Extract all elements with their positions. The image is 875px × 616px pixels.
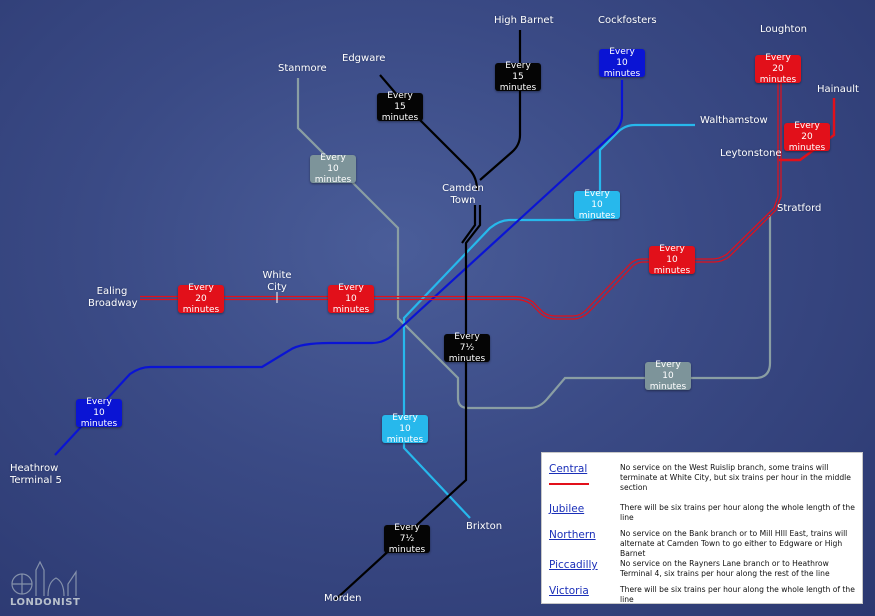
badge-text: minutes: [788, 142, 826, 153]
badge-text: minutes: [388, 544, 426, 555]
badge-text: minutes: [448, 353, 486, 364]
badge-text: minutes: [759, 74, 797, 85]
legend-line-desc: No service on the Bank branch or to Mill…: [620, 529, 848, 558]
legend-line-desc: No service on the West Ruislip branch, s…: [620, 463, 851, 492]
badge-text: Every 20: [188, 282, 214, 304]
badge-text: Every 10: [655, 359, 681, 381]
legend-line-desc: No service on the Rayners Lane branch or…: [620, 559, 830, 578]
legend-row-piccadilly: Piccadilly No service on the Rayners Lan…: [542, 559, 862, 585]
station-heathrow: Heathrow Terminal 5: [10, 463, 62, 487]
station-walthamstow: Walthamstow: [700, 115, 768, 126]
station-ealing-broadway: Ealing Broadway: [88, 286, 138, 310]
badge-text: minutes: [578, 210, 616, 221]
badge-text: minutes: [332, 304, 370, 315]
logo-text: LONDONIST: [10, 597, 81, 608]
badge-text: Every 10: [584, 188, 610, 210]
badge-text: Every 15: [505, 60, 531, 82]
badge-text: Every 20: [765, 52, 791, 74]
station-stanmore: Stanmore: [278, 63, 327, 74]
legend-line-swatch: [549, 483, 589, 485]
station-ealing-broadway-line2: Broadway: [88, 298, 138, 309]
station-brixton: Brixton: [466, 521, 503, 532]
badge-text: Every 20: [794, 120, 820, 142]
station-white-city-line1: White: [262, 270, 292, 281]
badge-text: minutes: [649, 381, 687, 392]
badge-text: Every 7½: [394, 522, 420, 544]
piccadilly-line: [54, 80, 624, 456]
badge-text: Every 10: [609, 46, 635, 68]
badge-text: Every 10: [392, 412, 418, 434]
legend-line-desc: There will be six trains per hour along …: [620, 585, 855, 604]
badge-text: minutes: [381, 112, 419, 123]
badge-text: Every 10: [320, 152, 346, 174]
badge-text: minutes: [653, 265, 691, 276]
legend-line-name[interactable]: Piccadilly: [549, 559, 598, 571]
badge-text: minutes: [386, 434, 424, 445]
badge-text: minutes: [499, 82, 537, 93]
badge-text: Every 10: [86, 396, 112, 418]
badge-text: minutes: [603, 68, 641, 79]
station-heathrow-line1: Heathrow: [10, 463, 59, 474]
station-stratford: Stratford: [777, 203, 822, 214]
legend-line-name[interactable]: Jubilee: [549, 503, 585, 515]
station-ealing-broadway-line1: Ealing: [96, 286, 128, 297]
station-edgware: Edgware: [342, 53, 386, 64]
legend-row-jubilee: Jubilee There will be six trains per hou…: [542, 503, 862, 523]
station-high-barnet: High Barnet: [494, 15, 554, 26]
station-heathrow-line2: Terminal 5: [10, 475, 62, 486]
station-camden-town-line1: Camden: [442, 183, 484, 194]
badge-text: Every 10: [659, 243, 685, 265]
station-loughton: Loughton: [760, 24, 807, 35]
station-camden-town-line2: Town: [450, 195, 476, 206]
legend-row-northern: Northern No service on the Bank branch o…: [542, 529, 862, 558]
legend-row-victoria: Victoria There will be six trains per ho…: [542, 585, 862, 604]
badge-text: Every 10: [338, 282, 364, 304]
station-camden-town: Camden Town: [440, 183, 486, 207]
badge-text: minutes: [182, 304, 220, 315]
londonist-logo: [11, 560, 77, 597]
badge-text: Every 15: [387, 90, 413, 112]
station-white-city-line2: City: [267, 282, 287, 293]
legend-line-name[interactable]: Northern: [549, 529, 596, 541]
northern-line: [334, 30, 522, 601]
legend-line-name[interactable]: Victoria: [549, 585, 589, 597]
badge-text: minutes: [80, 418, 118, 429]
station-leytonstone: Leytonstone: [720, 148, 782, 159]
station-morden: Morden: [324, 593, 362, 604]
legend-row-central: Central No service on the West Ruislip b…: [542, 463, 862, 497]
badge-text: minutes: [314, 174, 352, 185]
station-hainault: Hainault: [817, 84, 859, 95]
legend-line-name[interactable]: Central: [549, 463, 588, 475]
badge-text: Every 7½: [454, 331, 480, 353]
jubilee-line: [296, 78, 772, 410]
station-cockfosters: Cockfosters: [598, 15, 657, 26]
station-white-city: White City: [256, 270, 298, 294]
legend-panel: Central No service on the West Ruislip b…: [541, 452, 863, 604]
legend-line-desc: There will be six trains per hour along …: [620, 503, 855, 522]
